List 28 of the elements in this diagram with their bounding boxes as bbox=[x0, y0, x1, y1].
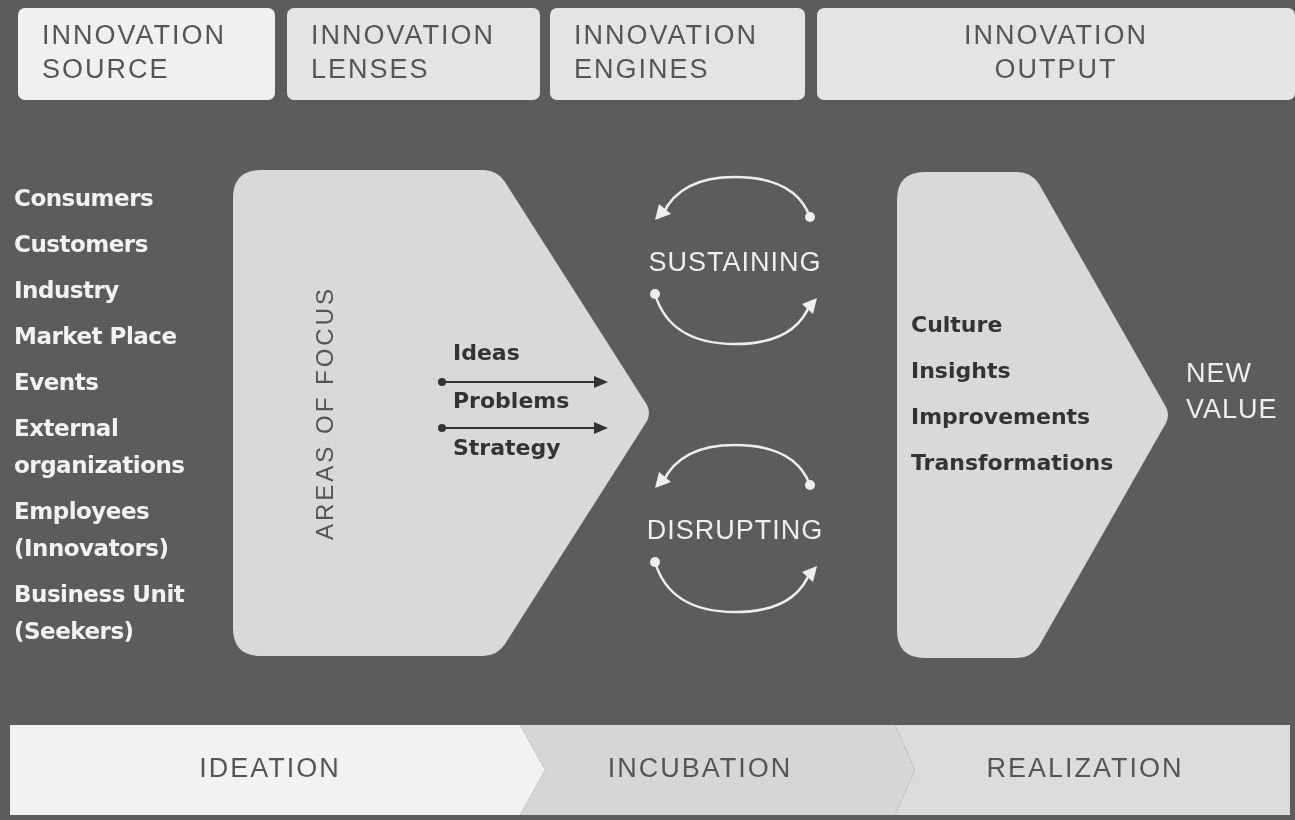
vertical-heading: AREAS OF FOCUS bbox=[311, 286, 339, 540]
source-item: Industry bbox=[14, 276, 120, 305]
source-item: Business Unit (Seekers) bbox=[14, 580, 186, 646]
source-item: Market Place bbox=[14, 322, 178, 351]
output-item: Culture bbox=[911, 312, 1003, 337]
source-item: External organizations bbox=[14, 414, 186, 480]
source-item: Employees (Innovators) bbox=[14, 497, 170, 563]
output-item: Improvements bbox=[911, 404, 1091, 429]
phase-band: REALIZATION bbox=[895, 725, 1290, 815]
output-item: Transformations bbox=[911, 450, 1114, 475]
phase-band: IDEATION bbox=[10, 725, 545, 815]
source-item: Customers bbox=[14, 230, 149, 259]
source-item: Events bbox=[14, 368, 100, 397]
pentagon-arrow-shape bbox=[897, 172, 1170, 658]
output-item: Insights bbox=[911, 358, 1011, 383]
focus-item: Strategy bbox=[453, 435, 561, 460]
engine-label: SUSTAINING bbox=[648, 246, 822, 279]
engine-label: DISRUPTING bbox=[646, 514, 824, 547]
header-tab: INNOVATION OUTPUT bbox=[817, 8, 1295, 100]
pentagon-arrow-shape bbox=[233, 170, 651, 656]
focus-item: Problems bbox=[453, 388, 570, 413]
header-tab: INNOVATION LENSES bbox=[287, 8, 540, 100]
source-item: Consumers bbox=[14, 184, 155, 213]
header-tab: INNOVATION SOURCE bbox=[18, 8, 275, 100]
header-tab: INNOVATION ENGINES bbox=[550, 8, 805, 100]
focus-item: Ideas bbox=[453, 340, 520, 365]
phase-band: INCUBATION bbox=[520, 725, 915, 815]
result-label: NEW VALUE bbox=[1186, 357, 1279, 426]
